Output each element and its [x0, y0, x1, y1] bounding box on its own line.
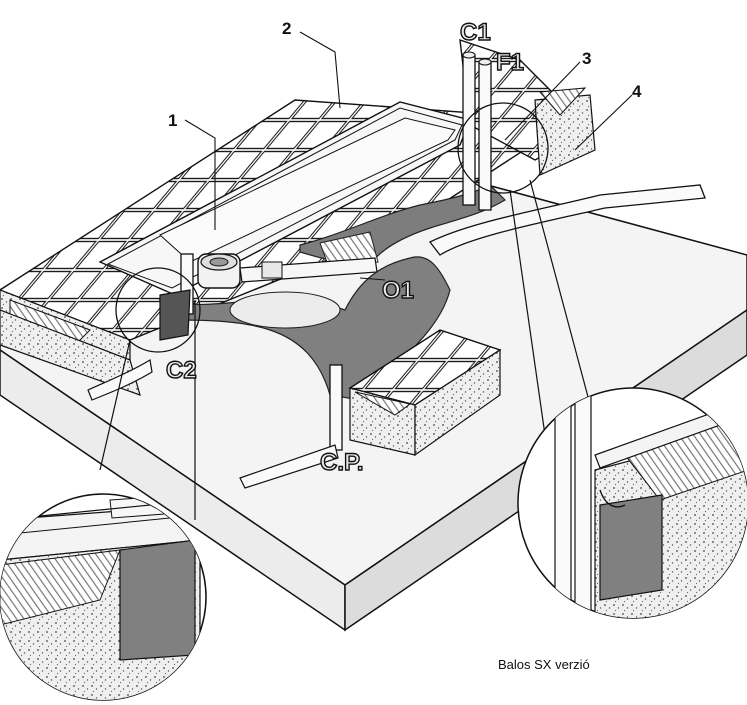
- label-c1: C1: [460, 19, 491, 46]
- label-cp: C.P.: [320, 449, 364, 476]
- detail-left: [0, 493, 207, 701]
- right-pipes: [429, 51, 706, 256]
- left-pipes: [87, 253, 343, 489]
- label-f1: F1: [496, 49, 524, 76]
- label-4: 4: [632, 82, 642, 101]
- leader-lines: [184, 31, 633, 281]
- waterproof-membrane: [158, 184, 506, 401]
- label-2: 2: [282, 19, 291, 38]
- drain-assembly: [197, 253, 378, 289]
- labels: 1 2 3 4 C1 F1 O1 C2 C.P.: [165, 18, 642, 476]
- front-tile-block: [348, 329, 502, 457]
- label-c2: C2: [166, 357, 197, 384]
- detail-right: [517, 387, 747, 619]
- label-o1: O1: [382, 277, 414, 304]
- right-screed-block: [459, 38, 596, 176]
- version-caption: Balos SX verzió: [498, 657, 590, 672]
- label-3: 3: [582, 49, 591, 68]
- shower-tray-recess: [98, 101, 471, 296]
- label-1: 1: [168, 111, 177, 130]
